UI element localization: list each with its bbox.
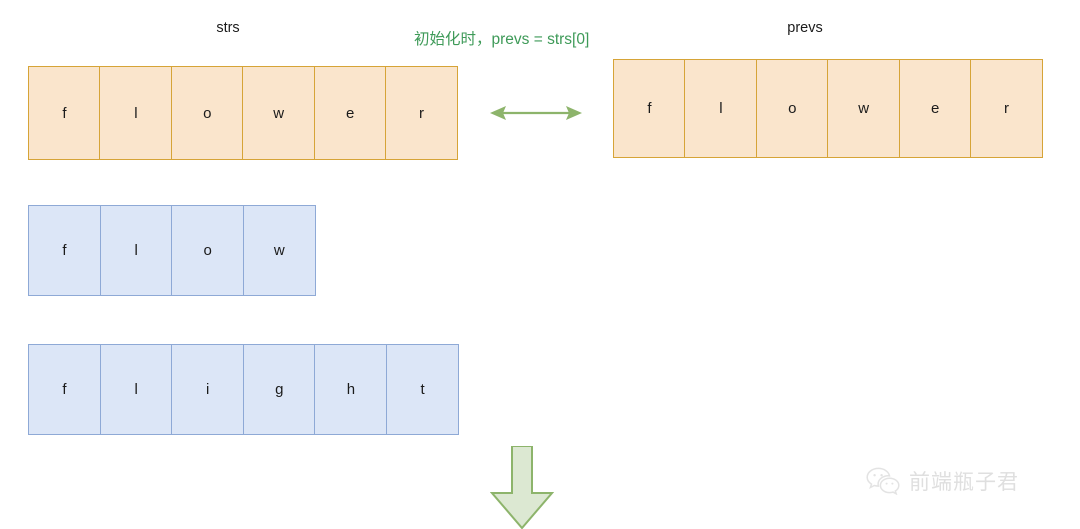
flight-cell-1: l [99, 344, 173, 435]
flow-cell-0: f [28, 205, 101, 296]
prevs-cell-3: w [827, 59, 901, 158]
strs-cell-3: w [242, 66, 316, 160]
strs-cell-2: o [170, 66, 244, 160]
flow-array: f l o w [28, 205, 316, 296]
flight-cell-2: i [171, 344, 245, 435]
prevs-cell-2: o [755, 59, 829, 158]
strs-label: strs [216, 20, 240, 36]
strs-cell-5: r [385, 66, 459, 160]
prevs-cell-0: f [613, 59, 686, 158]
prevs-cell-4: e [898, 59, 972, 158]
init-note-text: 初始化时，prevs = strs[0] [414, 31, 590, 48]
strs-cell-1: l [99, 66, 173, 160]
flight-cell-5: t [386, 344, 460, 435]
flight-cell-3: g [242, 344, 316, 435]
strs-cell-0: f [28, 66, 101, 160]
down-arrow [489, 445, 555, 529]
flight-array: f l i g h t [28, 344, 460, 435]
wechat-icon [866, 467, 900, 495]
strs-array: f l o w e r [28, 66, 459, 160]
prevs-array: f l o w e r [613, 59, 1044, 158]
watermark-text: 前端瓶子君 [909, 470, 1019, 494]
watermark: 前端瓶子君 [866, 466, 1019, 496]
double-headed-horizontal-arrow [490, 100, 582, 131]
flow-cell-3: w [242, 205, 316, 296]
strs-cell-4: e [313, 66, 387, 160]
prevs-label: prevs [787, 20, 823, 36]
flow-cell-1: l [99, 205, 173, 296]
flight-cell-0: f [28, 344, 101, 435]
flight-cell-4: h [314, 344, 388, 435]
flow-cell-2: o [171, 205, 245, 296]
prevs-cell-1: l [684, 59, 758, 158]
prevs-cell-5: r [970, 59, 1044, 158]
